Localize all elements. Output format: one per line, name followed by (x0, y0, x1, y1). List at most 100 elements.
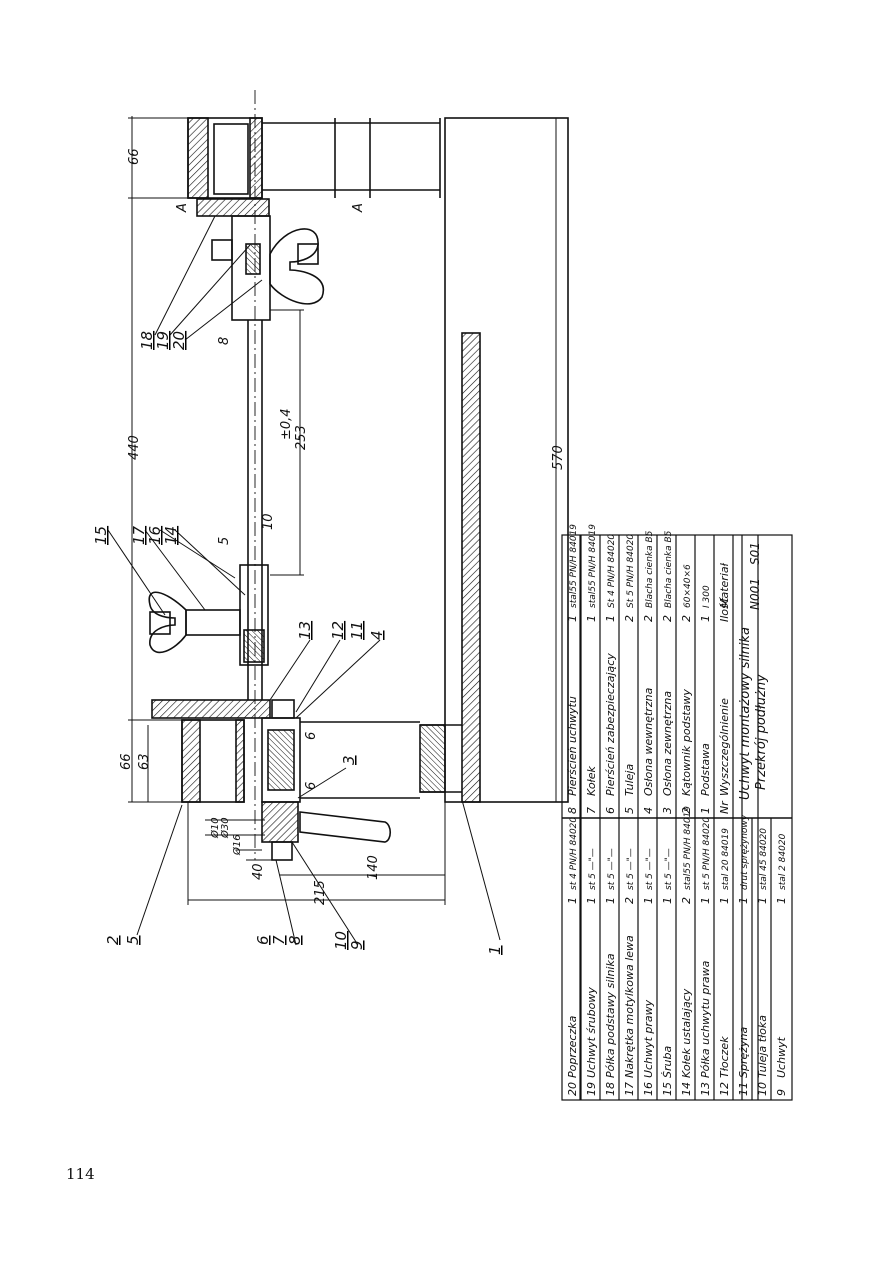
part-qty: 1 (585, 615, 598, 622)
part-qty: 1 (661, 897, 674, 904)
dim-63: 63 (137, 753, 152, 770)
part-material: st 5 —"— (588, 848, 598, 890)
part-name: Sprężyna (737, 1026, 750, 1078)
part-material: 60×40×6 (683, 564, 693, 608)
dim-6-a: 6 (304, 732, 319, 740)
dim-diam30: Ø30 (219, 817, 231, 839)
dimension-lines (128, 116, 557, 905)
dim-10: 10 (261, 513, 276, 530)
part-material: drut sprężynowy (740, 814, 750, 890)
dim-diam16: Ø16 (231, 834, 243, 856)
middle-clamp (148, 564, 269, 666)
callout-14: 14 (162, 526, 180, 545)
part-qty: 1 (775, 897, 788, 904)
part-material: st 4 PN/H 84020 (569, 817, 579, 890)
part-qty: 2 (623, 897, 636, 904)
part-qty: 1 (566, 897, 579, 904)
dim-6-b: 6 (304, 782, 319, 790)
part-qty: 1 (699, 897, 712, 904)
dim-tolerance: ±0,4 (279, 408, 294, 440)
callout-7: 7 (270, 935, 288, 945)
part-material: St 5 PN/H 84020 (626, 534, 636, 608)
part-nr: 11 (737, 1082, 750, 1096)
dimension-labels: 66 440 570 66 63 ±0,4 253 8 10 5 6 6 Ø30… (119, 148, 566, 905)
callout-2: 2 (104, 935, 122, 945)
part-material: St 4 PN/H 84020 (607, 534, 617, 608)
part-qty: 1 (566, 615, 579, 622)
part-material: stal55 PN/H 84019 (588, 524, 598, 608)
callout-17: 17 (130, 525, 148, 545)
part-nr: 13 (699, 1082, 712, 1096)
part-qty: 1 (604, 615, 617, 622)
part-material: stal55 PN/H 84019 (569, 524, 579, 608)
callout-3: 3 (340, 755, 358, 765)
top-wing-nut (211, 215, 325, 321)
part-material: I 300 (702, 585, 712, 608)
top-crosshead (187, 117, 440, 217)
part-material: st 5 —"— (626, 848, 636, 890)
callout-1: 1 (486, 945, 504, 955)
callout-9: 9 (348, 940, 366, 950)
part-qty: 1 (642, 897, 655, 904)
parts-list-table (561, 534, 793, 1101)
part-nr: 17 (623, 1082, 636, 1096)
callout-5: 5 (124, 935, 142, 945)
part-qty: 1 (737, 897, 750, 904)
callout-6: 6 (254, 935, 272, 945)
part-name: Uchwyt prawy (642, 999, 655, 1078)
part-nr: 20 (566, 1082, 579, 1096)
part-material: stal 20 84019 (721, 828, 731, 890)
dim-253: 253 (294, 425, 309, 450)
part-nr: 19 (585, 1082, 598, 1096)
callout-18: 18 (138, 331, 156, 350)
header-qty: Ilość (718, 596, 731, 622)
part-name: Podstawa (699, 743, 712, 796)
part-nr: 8 (566, 807, 579, 814)
part-name: Nakrętka motylkowa lewa (623, 935, 636, 1078)
callout-12: 12 (329, 621, 347, 640)
part-qty: 2 (623, 615, 636, 622)
part-name: Tłoczek (718, 1036, 731, 1078)
section-mark-a-left: A (175, 203, 190, 213)
part-nr: 6 (604, 807, 617, 814)
page-number: 114 (66, 1165, 95, 1183)
callout-10: 10 (332, 931, 350, 950)
part-nr: 2 (680, 807, 693, 814)
part-name: Tuleja (623, 764, 636, 796)
dim-5: 5 (217, 537, 232, 545)
part-callouts: 18 19 20 15 17 16 14 13 12 11 4 3 2 5 6 … (92, 331, 504, 955)
title-block-sheet: S01 (748, 542, 762, 565)
part-name: Tuleja tłoka (756, 1015, 769, 1078)
dim-140: 140 (366, 855, 381, 880)
part-name: Osłona zewnętrzna (661, 691, 674, 796)
part-qty: 2 (680, 615, 693, 622)
dim-40: 40 (251, 863, 266, 880)
part-nr: 10 (756, 1082, 769, 1096)
part-name: Osłona wewnętrzna (642, 687, 655, 796)
part-name: Śruba (661, 1046, 674, 1078)
part-nr: 15 (661, 1082, 674, 1096)
callout-15: 15 (92, 526, 110, 545)
callout-4: 4 (368, 630, 386, 640)
title-block-subtitle: Przekrój podłużny (754, 674, 769, 790)
title-block-title: Uchwyt montażowy silnika (738, 627, 753, 800)
part-name: Półka uchwytu prawa (699, 960, 712, 1078)
callout-16: 16 (146, 526, 164, 545)
part-nr: 1 (699, 807, 712, 814)
table-row-lines (580, 535, 772, 1100)
header-nr: Nr (718, 800, 731, 814)
part-material: stal 2 84020 (778, 833, 788, 890)
callout-8: 8 (286, 935, 304, 945)
title-block-drawing-no: N001 (748, 578, 762, 610)
callout-19: 19 (154, 331, 172, 350)
part-qty: 2 (661, 615, 674, 622)
part-material: st 5 PN/H 84020 (702, 817, 712, 890)
part-qty: 2 (680, 897, 693, 904)
part-nr: 18 (604, 1082, 617, 1096)
part-nr: 9 (775, 1089, 788, 1096)
part-qty: 2 (642, 615, 655, 622)
part-qty: 1 (718, 897, 731, 904)
part-material: st 5 —"— (664, 848, 674, 890)
